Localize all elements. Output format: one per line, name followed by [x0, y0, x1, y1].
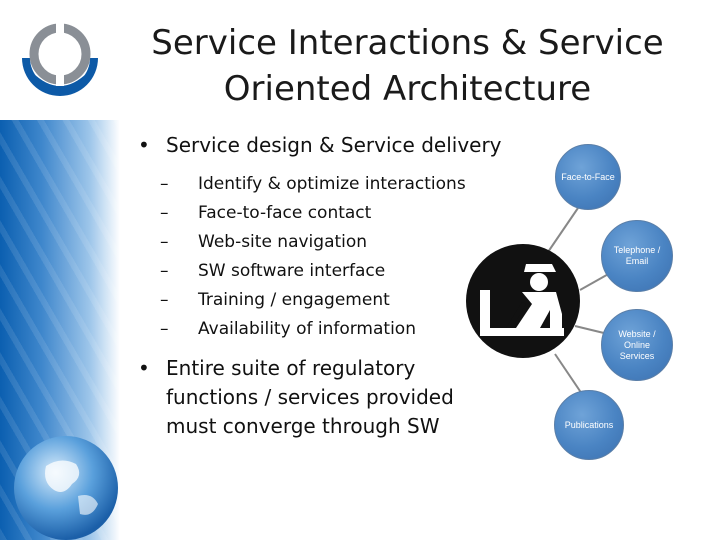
- sub-bullet-text: Identify & optimize interactions: [198, 174, 466, 194]
- sub-bullet-glyph: –: [160, 261, 169, 281]
- sub-bullet-glyph: –: [160, 319, 169, 339]
- customs-officer-icon: [466, 244, 580, 358]
- sub-bullet-item: – Identify & optimize interactions: [150, 170, 518, 199]
- bullet-glyph: •: [138, 133, 150, 157]
- node-publications: Publications: [554, 390, 624, 460]
- sub-bullet-item: – Training / engagement: [150, 286, 518, 315]
- bullet-text: Service design & Service delivery: [166, 133, 502, 157]
- bullet-item: • Service design & Service delivery: [138, 132, 518, 158]
- node-telephone-email: Telephone / Email: [601, 220, 673, 292]
- node-website-online-services: Website / Online Services: [601, 309, 673, 381]
- bullet-glyph: •: [138, 356, 150, 380]
- sub-bullet-glyph: –: [160, 174, 169, 194]
- bullet-text: Entire suite of regulatory functions / s…: [166, 356, 454, 438]
- sub-bullet-item: – SW software interface: [150, 257, 518, 286]
- bullet-list: • Service design & Service delivery – Ide…: [138, 132, 518, 441]
- sub-bullet-item: – Web-site navigation: [150, 228, 518, 257]
- sub-bullet-item: – Face-to-face contact: [150, 199, 518, 228]
- organization-logo-icon: [22, 22, 98, 96]
- sub-bullet-glyph: –: [160, 290, 169, 310]
- sub-bullet-list: – Identify & optimize interactions – Face-…: [150, 170, 518, 344]
- sub-bullet-text: SW software interface: [198, 261, 386, 281]
- bullet-item: • Entire suite of regulatory functions /…: [138, 354, 518, 441]
- sub-bullet-text: Training / engagement: [198, 290, 390, 310]
- slide-title: Service Interactions & Service Oriented …: [151, 23, 664, 109]
- sub-bullet-text: Face-to-face contact: [198, 203, 372, 223]
- globe-icon: [14, 436, 118, 540]
- node-face-to-face: Face-to-Face: [555, 144, 621, 210]
- sub-bullet-text: Availability of information: [198, 319, 416, 339]
- sub-bullet-item: – Availability of information: [150, 315, 518, 344]
- sub-bullet-glyph: –: [160, 232, 169, 252]
- sub-bullet-glyph: –: [160, 203, 169, 223]
- connector-line: [554, 353, 583, 395]
- sub-bullet-text: Web-site navigation: [198, 232, 368, 252]
